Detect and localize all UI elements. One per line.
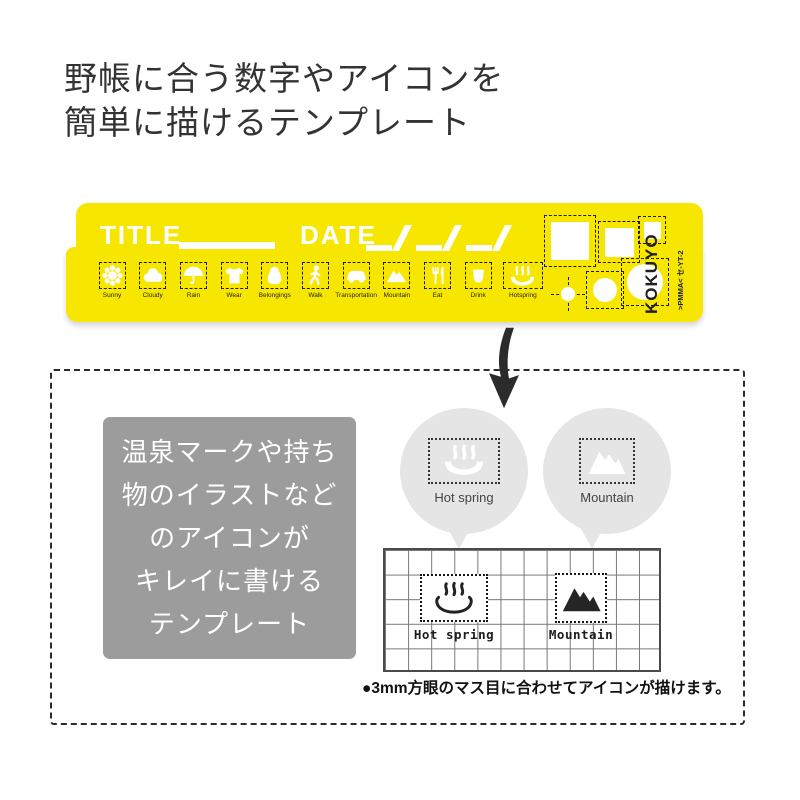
stencil-cell-transportation: Transportation xyxy=(335,262,377,299)
shirt-icon xyxy=(220,262,248,289)
stencil-icon-row: Sunny Cloudy Rain Wear Belongings Walk xyxy=(92,262,547,299)
circle-cutout-small xyxy=(551,277,585,311)
stencil-cell-hotspring: Hotspring xyxy=(499,262,547,299)
cloud-icon xyxy=(139,262,167,289)
down-arrow-icon xyxy=(489,327,519,409)
car-icon xyxy=(342,262,370,289)
balloon-label: Hot spring xyxy=(434,489,494,505)
stencil-label: Sunny xyxy=(102,292,122,299)
stencil-cell-sunny: Sunny xyxy=(92,262,132,299)
stencil-cell-walk: Walk xyxy=(295,262,335,299)
product-code: >PMMA< セ-YT-2 xyxy=(676,250,685,310)
drawn-mountain-box xyxy=(555,573,607,623)
drawn-hot-spring-label: Hot spring xyxy=(413,627,495,642)
hot-spring-cutout-zoom xyxy=(428,437,500,484)
title-underline-cutout xyxy=(179,242,275,249)
stencil-cell-belongings: Belongings xyxy=(255,262,295,299)
cup-icon xyxy=(464,262,492,289)
circle-cutout-medium xyxy=(586,271,624,309)
date-cutout-label: DATE xyxy=(300,220,377,250)
mountain-icon xyxy=(383,262,411,289)
hot-spring-icon xyxy=(435,581,473,614)
balloon-label: Mountain xyxy=(580,489,634,505)
stencil-label: Mountain xyxy=(383,292,411,299)
stencil-cell-wear: Wear xyxy=(214,262,254,299)
mountain-cutout-zoom xyxy=(579,437,635,484)
square-cutout-medium xyxy=(598,221,640,263)
stencil-label: Drink xyxy=(470,292,486,299)
bag-icon xyxy=(261,262,289,289)
circle-cutout-large xyxy=(621,258,669,306)
stencil-label: Rain xyxy=(186,292,201,299)
mountain-icon xyxy=(588,451,626,474)
balloon-hot-spring: Hot spring xyxy=(400,408,528,534)
date-slash-cutouts xyxy=(366,225,512,251)
stencil-cell-cloudy: Cloudy xyxy=(133,262,173,299)
stencil-label: Walk xyxy=(308,292,323,299)
drawn-hot-spring-box xyxy=(420,574,488,622)
square-cutout-large xyxy=(544,215,596,267)
stencil-label: Wear xyxy=(226,292,242,299)
stencil-label: Cloudy xyxy=(142,292,163,299)
brand-logo: KOKUYO xyxy=(642,233,661,314)
hot-spring-icon xyxy=(502,262,543,289)
stencil-cell-rain: Rain xyxy=(173,262,213,299)
title-cutout-label: TITLE xyxy=(100,220,183,250)
description-text: 温泉マークや持ち 物のイラストなど のアイコンが キレイに書ける テンプレート xyxy=(121,436,338,639)
square-cutout-small xyxy=(638,216,666,244)
stencil-label: Transportation xyxy=(335,292,377,299)
stencil-label: Eat xyxy=(432,292,443,299)
page-title: 野帳に合う数字やアイコンを 簡単に描けるテンプレート xyxy=(64,60,505,141)
stencil-cell-drink: Drink xyxy=(458,262,498,299)
sun-icon xyxy=(98,262,126,289)
stencil-cell-mountain: Mountain xyxy=(377,262,417,299)
stencil-label: Belongings xyxy=(258,292,291,299)
drawn-mountain-label: Mountain xyxy=(548,627,614,642)
stencil-cell-eat: Eat xyxy=(418,262,458,299)
grid-note: ●3mm方眼のマス目に合わせてアイコンが描けます。 xyxy=(362,680,731,697)
hot-spring-icon xyxy=(445,443,483,475)
balloon-mountain: Mountain xyxy=(543,408,671,534)
walking-person-icon xyxy=(301,262,329,289)
mountain-icon xyxy=(562,588,601,612)
stencil-label: Hotspring xyxy=(508,292,537,299)
detail-panel-border xyxy=(50,369,745,725)
cutlery-icon xyxy=(424,262,451,289)
description-box: 温泉マークや持ち 物のイラストなど のアイコンが キレイに書ける テンプレート xyxy=(103,417,356,659)
umbrella-icon xyxy=(179,262,207,289)
